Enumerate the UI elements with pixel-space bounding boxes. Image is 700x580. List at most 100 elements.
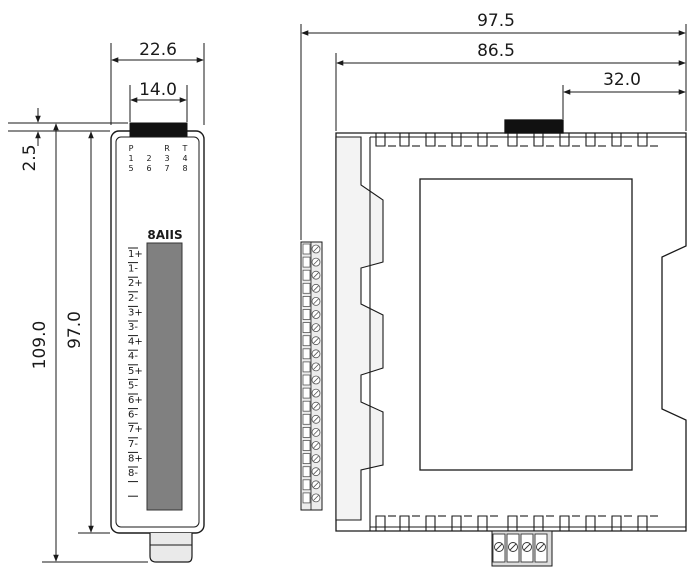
dim-body-height: 97.0 — [65, 311, 85, 349]
screw-slot — [313, 455, 319, 462]
screw-slot — [313, 416, 319, 423]
terminal-label: 2- — [128, 293, 138, 304]
terminal-clamp — [302, 282, 311, 294]
terminal-label: 8+ — [128, 453, 143, 464]
screw-slot — [313, 351, 319, 357]
screw-slot — [313, 298, 319, 305]
front-terminal-labels: 1+1-2+2-3+3-4+4-5+5-6+6-7+7-8+8- — [128, 247, 143, 497]
terminal-label: 7- — [128, 439, 138, 450]
screw-slot — [495, 543, 503, 551]
vent-slot-bottom — [425, 515, 436, 531]
vent-slot-bottom — [477, 515, 488, 531]
side-front-bezel — [335, 136, 384, 521]
screw-slot — [313, 259, 319, 265]
screw-slot — [313, 468, 319, 475]
vent-slot-bottom — [559, 515, 570, 531]
side-top-connector — [504, 119, 564, 134]
terminal-clamp — [302, 256, 311, 268]
screw-slot — [313, 403, 319, 409]
front-model-label: 8AIIS — [147, 228, 182, 242]
terminal-clamp — [302, 295, 311, 307]
terminal-label: 1- — [128, 264, 138, 275]
terminal-clamp — [302, 400, 311, 412]
dim-front-width: 22.6 — [139, 40, 177, 60]
dim-front-connector-width: 14.0 — [139, 80, 177, 100]
vent-slot-bottom — [399, 515, 410, 531]
side-bottom-screws — [492, 533, 548, 563]
terminal-label: 2+ — [128, 278, 143, 289]
side-dimensions — [300, 24, 687, 240]
terminal-clamp — [302, 335, 311, 347]
led-label: 2 — [146, 154, 151, 163]
front-label-window — [146, 242, 183, 511]
vent-slot-top — [375, 133, 386, 147]
side-vent-slots — [370, 133, 686, 531]
terminal-clamp — [302, 387, 311, 399]
screw-slot — [313, 429, 319, 436]
screw-slot — [313, 495, 319, 501]
vent-slot-top — [477, 133, 488, 147]
terminal-clamp — [302, 479, 311, 491]
led-label: 5 — [128, 164, 133, 173]
led-label: P — [129, 144, 134, 153]
vent-slot-top — [585, 133, 596, 147]
vent-slot-bottom — [611, 515, 622, 531]
dim-side-total-depth: 97.5 — [477, 11, 515, 31]
vent-slot-top — [611, 133, 622, 147]
screw-slot — [313, 442, 319, 449]
terminal-clamp — [302, 453, 311, 465]
terminal-clamp — [302, 413, 311, 425]
vent-slot-top — [425, 133, 436, 147]
led-label: 7 — [164, 164, 169, 173]
screw-slot — [313, 390, 319, 396]
vent-slot-bottom — [637, 515, 648, 531]
led-label: 8 — [182, 164, 187, 173]
vent-slot-top — [507, 133, 518, 147]
vent-slot-top — [399, 133, 410, 147]
front-top-connector — [129, 122, 188, 137]
vent-slot-top — [533, 133, 544, 147]
screw-slot — [313, 311, 319, 318]
dim-top-offset: 2.5 — [20, 144, 40, 171]
screw-slot — [313, 246, 319, 252]
led-label: T — [182, 144, 188, 153]
terminal-clamp — [302, 348, 311, 360]
vent-slot-top — [559, 133, 570, 147]
vent-slot-bottom — [451, 515, 462, 531]
side-terminal-screws — [302, 243, 321, 504]
terminal-clamp — [302, 374, 311, 386]
terminal-label: 1+ — [128, 249, 143, 260]
terminal-clamp — [302, 466, 311, 478]
side-label-panel — [419, 178, 633, 471]
terminal-clamp — [302, 309, 311, 320]
led-label: 3 — [164, 154, 169, 163]
terminal-label: 3+ — [128, 307, 143, 318]
screw-slot — [313, 272, 319, 278]
terminal-label: 4+ — [128, 337, 143, 348]
led-label: 1 — [128, 154, 133, 163]
screw-slot — [313, 482, 319, 488]
terminal-label: 5+ — [128, 366, 143, 377]
screw-slot — [313, 285, 319, 292]
dim-total-height: 109.0 — [30, 321, 50, 370]
vent-slot-top — [637, 133, 648, 147]
dim-side-body-depth: 86.5 — [477, 41, 515, 61]
terminal-label: 3- — [128, 322, 138, 333]
terminal-label: 8- — [128, 468, 138, 479]
terminal-clamp — [302, 426, 311, 438]
led-label: R — [164, 144, 170, 153]
vent-slot-bottom — [375, 515, 386, 531]
screw-slot — [313, 364, 319, 370]
terminal-label: 6+ — [128, 395, 143, 406]
screw-slot — [509, 543, 517, 551]
screw-slot — [313, 337, 319, 344]
led-label: 4 — [182, 154, 187, 163]
screw-slot — [313, 324, 319, 331]
vent-slot-top — [451, 133, 462, 147]
terminal-clamp — [302, 243, 311, 255]
terminal-label: 5- — [128, 380, 138, 391]
terminal-label: 7+ — [128, 424, 143, 435]
screw-slot — [537, 543, 545, 551]
